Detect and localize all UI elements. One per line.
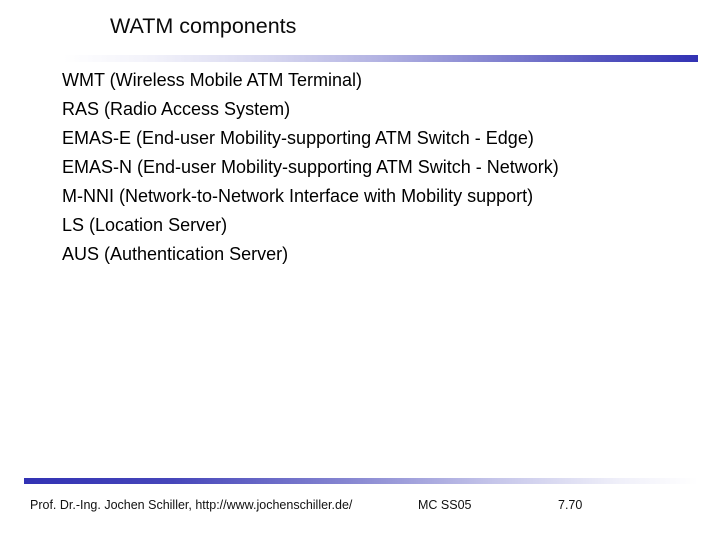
slide-title: WATM components: [110, 14, 297, 38]
footer-page-number: 7.70: [558, 498, 583, 512]
list-item: M-NNI (Network-to-Network Interface with…: [62, 186, 534, 206]
component-list: WMT (Wireless Mobile ATM Terminal) RAS (…: [62, 66, 662, 269]
footer-divider-gradient-bar: [24, 478, 698, 484]
title-divider-gradient-bar: [63, 55, 698, 62]
footer-course-label: MC SS05: [418, 498, 472, 512]
list-item: EMAS-E (End-user Mobility-supporting ATM…: [62, 128, 534, 148]
list-item: RAS (Radio Access System): [62, 99, 291, 119]
list-item: WMT (Wireless Mobile ATM Terminal): [62, 70, 363, 90]
list-item: LS (Location Server): [62, 215, 228, 235]
list-item: EMAS-N (End-user Mobility-supporting ATM…: [62, 157, 559, 177]
footer-author: Prof. Dr.-Ing. Jochen Schiller, http://w…: [30, 498, 353, 512]
list-item: AUS (Authentication Server): [62, 244, 289, 264]
